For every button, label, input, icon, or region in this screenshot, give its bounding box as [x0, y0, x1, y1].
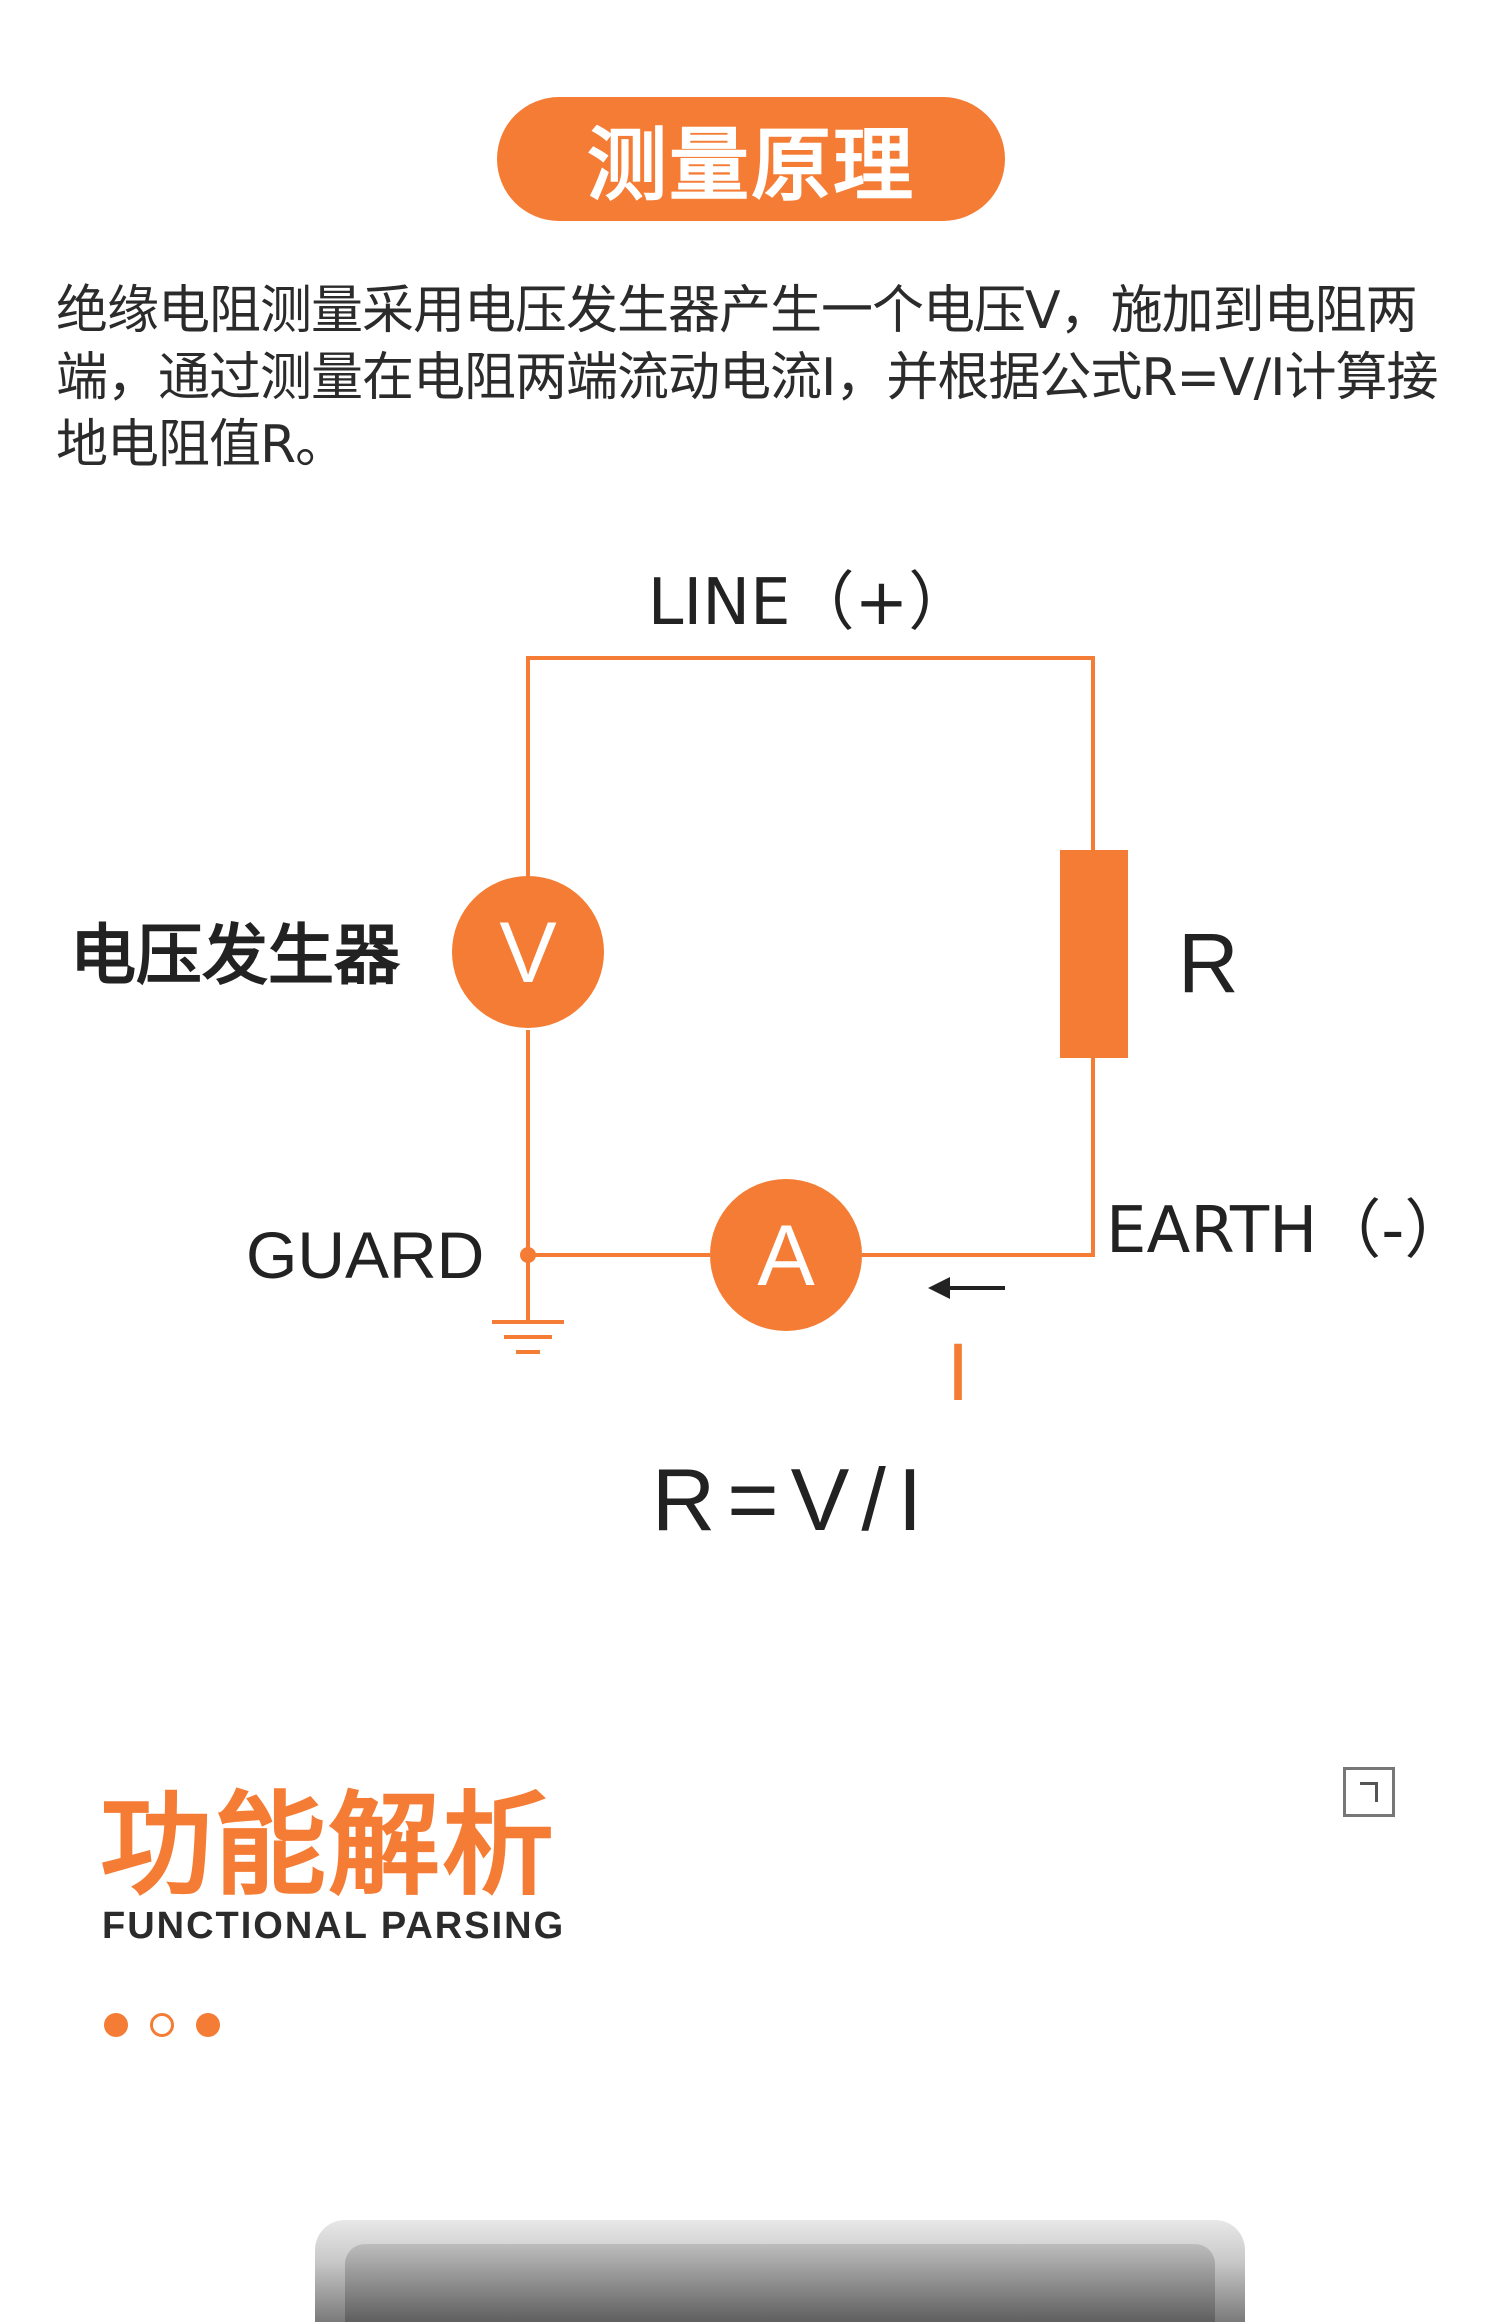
earth-label: EARTH（-）	[1106, 1194, 1468, 1268]
corner-bracket-icon	[1343, 1767, 1395, 1817]
current-label: I	[947, 1327, 970, 1418]
formula: R=V/I	[652, 1450, 935, 1549]
pill-title: 测量原理	[587, 119, 915, 212]
guard-label: GUARD	[246, 1218, 484, 1292]
dot-icon	[150, 2013, 174, 2037]
line-label: LINE（+）	[648, 566, 972, 640]
ammeter	[710, 1179, 862, 1331]
section-pill: 测量原理	[497, 97, 1005, 221]
voltmeter	[452, 876, 604, 1028]
voltmeter-symbol: V	[499, 905, 556, 1001]
section-title: 功能解析	[100, 1781, 556, 1911]
device-image-inner	[345, 2244, 1215, 2322]
device-image-top	[315, 2220, 1245, 2322]
current-arrow-icon	[928, 1277, 950, 1299]
wire-top	[526, 656, 1095, 880]
ammeter-symbol: A	[757, 1208, 815, 1304]
pagination-dots	[104, 2013, 220, 2037]
resistor-label: R	[1178, 916, 1239, 1010]
intro-paragraph: 绝缘电阻测量采用电压发生器产生一个电压V，施加到电阻两端，通过测量在电阻两端流动…	[56, 281, 1438, 475]
circuit-diagram: V A I LINE（+） R 电压发生器 GUARD EARTH（-） R=V…	[70, 566, 1468, 1549]
dot-icon	[104, 2013, 128, 2037]
generator-label: 电压发生器	[70, 917, 401, 994]
wire-bottom-right	[862, 1058, 1095, 1257]
corner-bracket-inner	[1360, 1782, 1378, 1802]
resistor	[1060, 850, 1128, 1058]
dot-icon	[196, 2013, 220, 2037]
section-subtitle: FUNCTIONAL PARSING	[102, 1905, 566, 1947]
